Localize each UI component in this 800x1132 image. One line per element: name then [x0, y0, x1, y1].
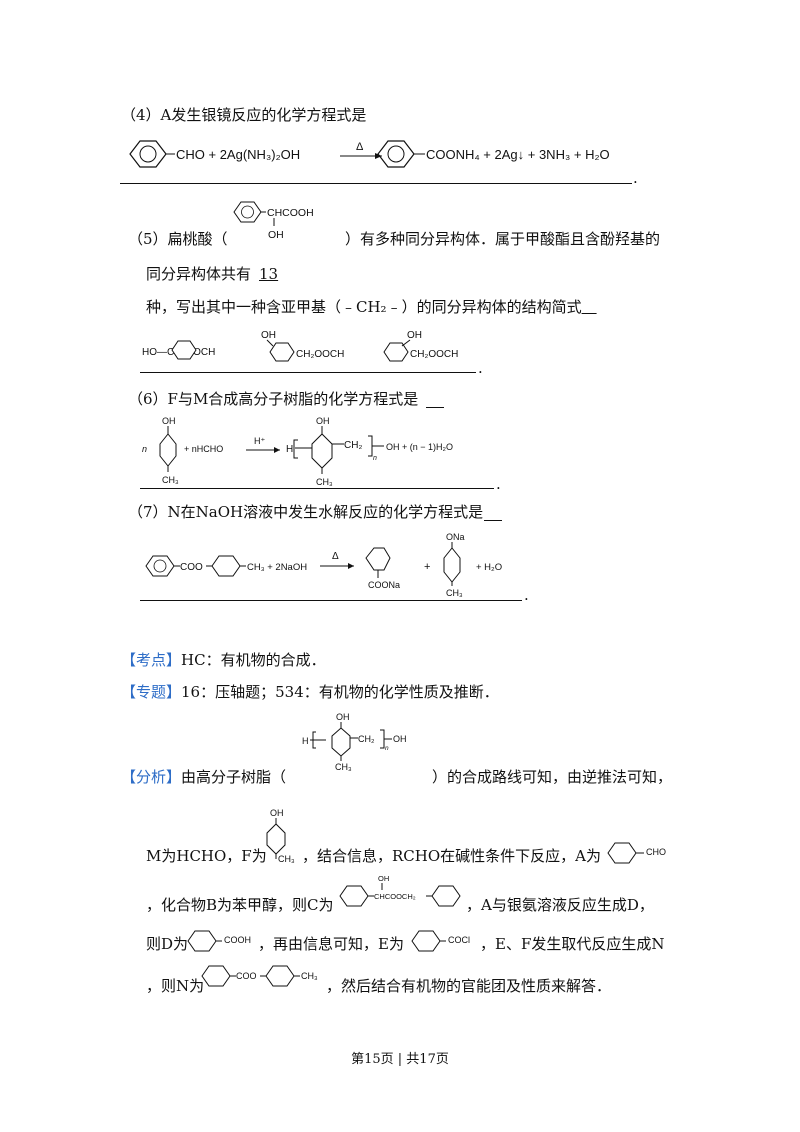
- answer-line: [140, 488, 494, 489]
- struct-top-label: CHCOOH: [267, 207, 314, 219]
- ch2-label: CH₂: [358, 734, 375, 744]
- q5-line2-prefix: 同分异构体共有: [146, 265, 252, 283]
- q7-prompt: （7）N在NaOH溶液中发生水解反应的化学方程式是: [128, 503, 484, 521]
- q4-left-text: CHO + 2Ag(NH₃)₂OH: [176, 147, 300, 162]
- fenxi-line3-b: ，A与银氨溶液反应生成D，: [466, 896, 654, 914]
- ch3-label: CH₃: [316, 477, 333, 487]
- q5-line2: 同分异构体共有 13: [146, 264, 292, 284]
- q6-equation: n OH CH₃ + nHCHO H⁺ H OH CH₂ n OH + (n −…: [142, 416, 453, 487]
- cho-label: CHO: [646, 847, 666, 857]
- fenxi-line2-a: M为HCHO，F为: [146, 847, 267, 865]
- ester-label: COO: [180, 562, 203, 573]
- q4-right-text: COONH₄ + 2Ag↓ + 3NH₃ + H₂O: [426, 147, 610, 162]
- benzoic-acid-structure: COOH: [187, 930, 251, 952]
- q5-suffix: ）有多种同分异构体．属于甲酸酯且含酚羟基的: [345, 230, 661, 248]
- q5-line3: 种，写出其中一种含亚甲基（﹣CH₂﹣）的同分异构体的结构简式: [146, 297, 597, 317]
- benzoyl-chloride-structure: COCl: [411, 930, 470, 952]
- answer-line: [140, 372, 476, 373]
- fenxi-line2-b: ，结合信息，RCHO在碱性条件下反应，A为: [302, 847, 601, 865]
- n-label: n: [142, 444, 147, 454]
- resin-structure: H OH CH₂ n OH CH₃: [302, 712, 407, 772]
- fenxi-line4-b: ，再由信息可知，E为: [258, 935, 404, 953]
- kaodian-line: 【考点】HC：有机物的合成．: [121, 650, 326, 670]
- fenxi-line3-a: ，化合物B为苯甲醇，则C为: [146, 896, 334, 914]
- q5-answer-count: 13: [259, 265, 279, 283]
- ch2-label: CH₂: [344, 440, 362, 451]
- answer-2: CH₂OOCH: [296, 349, 344, 360]
- q5-line3-text: 种，写出其中一种含亚甲基（﹣CH₂﹣）的同分异构体的结构简式: [146, 298, 582, 316]
- q4-condition: Δ: [356, 141, 364, 153]
- water-label: + H₂O: [476, 562, 502, 573]
- ch3-label: CH₃: [301, 971, 318, 981]
- answer-line: [120, 183, 632, 184]
- product-tail: OH + (n − 1)H₂O: [386, 442, 453, 452]
- fenxi-line4-a: 则D为: [146, 935, 189, 953]
- prod2-bottom: CH₃: [446, 588, 463, 598]
- h-label: H: [302, 736, 309, 746]
- prod2-top: ONa: [446, 532, 465, 542]
- fenxi-line4-c: ，E、F发生取代反应生成N: [480, 935, 665, 953]
- ester-label: CHCOOCH₂: [374, 892, 416, 901]
- oh-label: OH: [270, 808, 284, 818]
- mandelic-acid-structure: CHCOOH OH: [233, 201, 314, 241]
- oh-label: OH: [316, 416, 330, 426]
- zhuanti-line: 【专题】16：压轴题；534：有机物的化学性质及推断．: [121, 682, 499, 702]
- answer-3: CH₂OOCH: [410, 349, 458, 360]
- benzene-ring: [377, 140, 415, 168]
- benzene-ring: [129, 140, 167, 168]
- q4-prompt: （4）A发生银镜反应的化学方程式是: [121, 106, 367, 124]
- compound-n-structure: COO CH₃: [201, 965, 318, 987]
- f-cresol-structure: OH CH₃: [266, 808, 295, 864]
- fenxi-line5-b: ，然后结合有机物的官能团及性质来解答．: [326, 977, 612, 995]
- oh-label: OH: [162, 416, 176, 426]
- oh-label: OH: [407, 330, 422, 341]
- left-tail: CH₃ + 2NaOH: [247, 562, 307, 573]
- q5-prefix: （5）扁桃酸（: [128, 230, 228, 248]
- ch3-label: CH₃: [335, 762, 352, 772]
- condition-label: H⁺: [254, 436, 265, 446]
- n-label: n: [373, 455, 377, 462]
- oh-label: OH: [261, 330, 276, 341]
- q7-equation: COO CH₃ + 2NaOH Δ COONa + ONa CH₃ + H₂O: [145, 532, 502, 598]
- condition-label: Δ: [332, 551, 339, 562]
- ch3-label: CH₃: [278, 854, 295, 864]
- fenxi-line1: 【分析】由高分子树脂（: [121, 767, 286, 787]
- end-dot: .: [633, 169, 638, 187]
- kaodian-text: HC：有机物的合成．: [181, 651, 326, 669]
- fenxi-line1-suffix: ）的合成路线可知，由逆推法可知，: [432, 768, 673, 786]
- fenxi-tag: 【分析】: [121, 768, 182, 786]
- oh-label: OH: [378, 874, 389, 883]
- end-dot: .: [478, 359, 483, 377]
- answer-blank: [484, 520, 502, 521]
- h-label: H: [286, 444, 293, 455]
- cooh-label: COOH: [224, 935, 251, 945]
- end-dot: .: [496, 475, 501, 493]
- zhuanti-tag: 【专题】: [121, 683, 182, 701]
- plus-sign: +: [424, 561, 430, 573]
- answer-line: [140, 600, 522, 601]
- oh-label: OH: [393, 734, 407, 744]
- coo-label: COO: [236, 971, 257, 981]
- answer-blank: [426, 407, 444, 408]
- compound-c-structure: OH CHCOOCH₂: [339, 874, 461, 907]
- fenxi-line1-prefix: 由高分子树脂（: [181, 768, 287, 786]
- q6-prompt: （6）F与M合成高分子树脂的化学方程式是: [128, 390, 419, 408]
- struct-bottom-label: OH: [268, 229, 284, 241]
- n-label: n: [385, 745, 389, 752]
- kaodian-tag: 【考点】: [121, 651, 182, 669]
- cocl-label: COCl: [448, 935, 470, 945]
- oh-label: OH: [336, 712, 350, 722]
- fenxi-line5-a: ，则N为: [146, 977, 205, 995]
- end-dot: .: [524, 586, 529, 604]
- q4-equation: CHO + 2Ag(NH₃)₂OH Δ COONH₄ + 2Ag↓ + 3NH₃…: [129, 140, 610, 168]
- ch3-label: CH₃: [162, 475, 179, 485]
- prod1-label: COONa: [368, 580, 400, 590]
- q5-answers: HO—CH₂OOCH OH OH CH₂OOCH OH CH₂OOCH: [142, 330, 458, 362]
- zhuanti-text: 16：压轴题；534：有机物的化学性质及推断．: [181, 683, 499, 701]
- reagent-label: + nHCHO: [184, 444, 223, 454]
- page-footer: 第15页 | 共17页: [351, 1052, 449, 1067]
- benzaldehyde-structure: CHO: [607, 842, 666, 864]
